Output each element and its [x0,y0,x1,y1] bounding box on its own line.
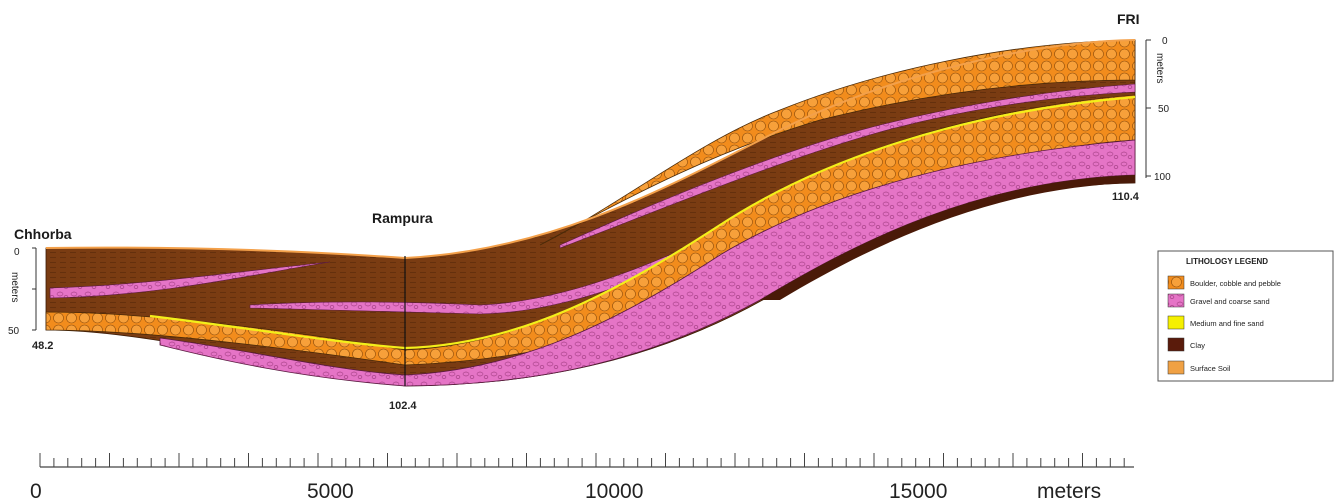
legend-label-soil: Surface Soil [1190,364,1231,373]
gravel-lens-upper [559,83,1136,249]
depth-scale-right: 0 50 100 meters [1145,36,1171,183]
well-name-chhorba: Chhorba [14,226,72,242]
clay-swatch-icon [1167,337,1185,352]
well-name-fri: FRI [1117,11,1140,27]
cross-section-strata [45,39,1136,387]
distance-label-15000: 15000 [889,480,947,502]
depth-tick-right-100: 100 [1154,172,1171,183]
legend-label-sand: Medium and fine sand [1190,319,1264,328]
sand-line [149,95,1136,350]
depth-scale-left: 0 50 meters [8,247,37,337]
distance-axis: 0 5000 10000 15000 meters [30,453,1134,502]
gravel-band-lower [159,139,1136,387]
legend-label-boulder: Boulder, cobble and pebble [1190,279,1281,288]
clay-base-right [760,175,1135,300]
soil-swatch-icon [1167,360,1185,375]
distance-label-5000: 5000 [307,480,354,502]
sand-swatch-icon [1167,315,1185,330]
distance-label-10000: 10000 [585,480,643,502]
boulder-swatch-icon [1167,275,1185,290]
legend-label-clay: Clay [1190,341,1205,350]
depth-tick-right-0: 0 [1162,36,1168,47]
legend-title: LITHOLOGY LEGEND [1186,257,1268,266]
well-name-rampura: Rampura [372,210,433,226]
distance-label-0: 0 [30,480,42,502]
legend-label-gravel: Gravel and coarse sand [1190,297,1270,306]
depth-unit-left: meters [9,272,20,303]
well-depth-rampura: 102.4 [389,400,417,412]
depth-tick-left-0: 0 [14,247,20,258]
gravel-lens-left [49,261,331,299]
lithology-legend: LITHOLOGY LEGEND Boulder, cobble and peb… [1157,250,1334,382]
depth-tick-right-50: 50 [1158,104,1170,115]
well-depth-fri: 110.4 [1112,191,1140,203]
gravel-swatch-icon [1167,293,1185,308]
depth-tick-left-50: 50 [8,326,20,337]
well-depth-chhorba: 48.2 [32,340,53,352]
surface-soil [45,39,1136,260]
distance-unit: meters [1037,480,1101,502]
depth-unit-right: meters [1154,53,1165,84]
